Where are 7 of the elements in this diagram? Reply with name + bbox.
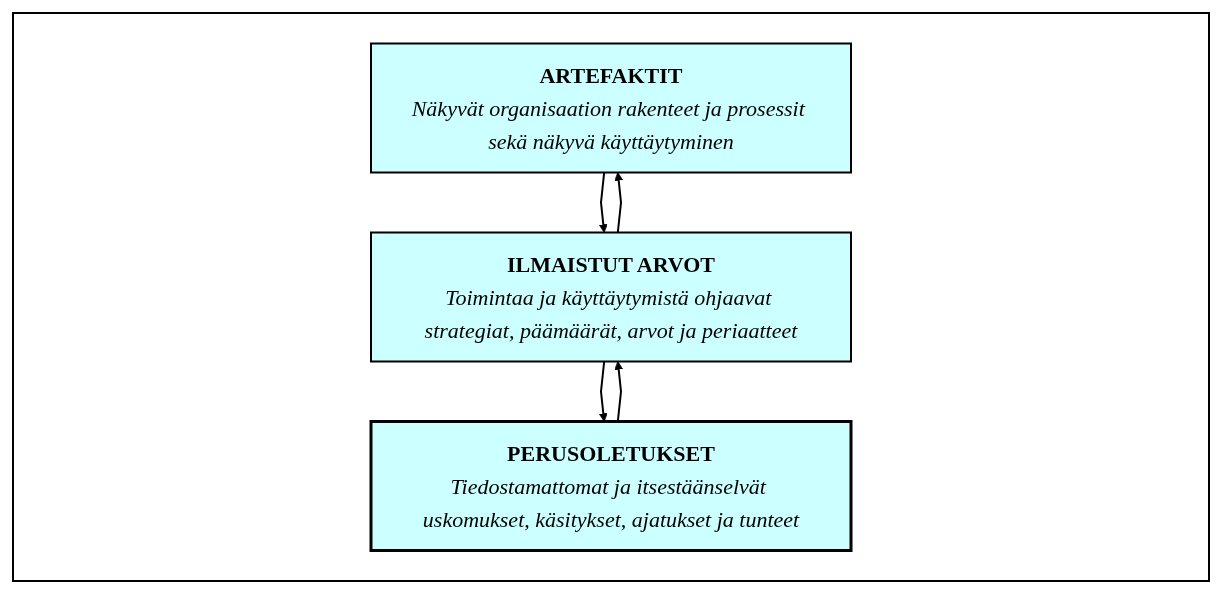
node-box [370, 231, 852, 363]
arrow [598, 360, 608, 422]
arrow [598, 171, 608, 233]
node-box [370, 42, 852, 174]
frame-border: ARTEFAKTIT Näkyvät organisaation rakenteet ja prosessit sekä näkyvä käyttäytyminen ILMAISTUT ARVOT Toimintaa ja käyttäytymistä ohjaavat strategiat, päämäärät, arvot ja periaatteet PERUSOLETUKSET Tiedostamattomat ja itsestäänselvät uskomukset, käsitykset, ajatukset ja tunteet [12, 12, 1210, 582]
node-box [369, 420, 853, 552]
arrow [614, 172, 624, 234]
